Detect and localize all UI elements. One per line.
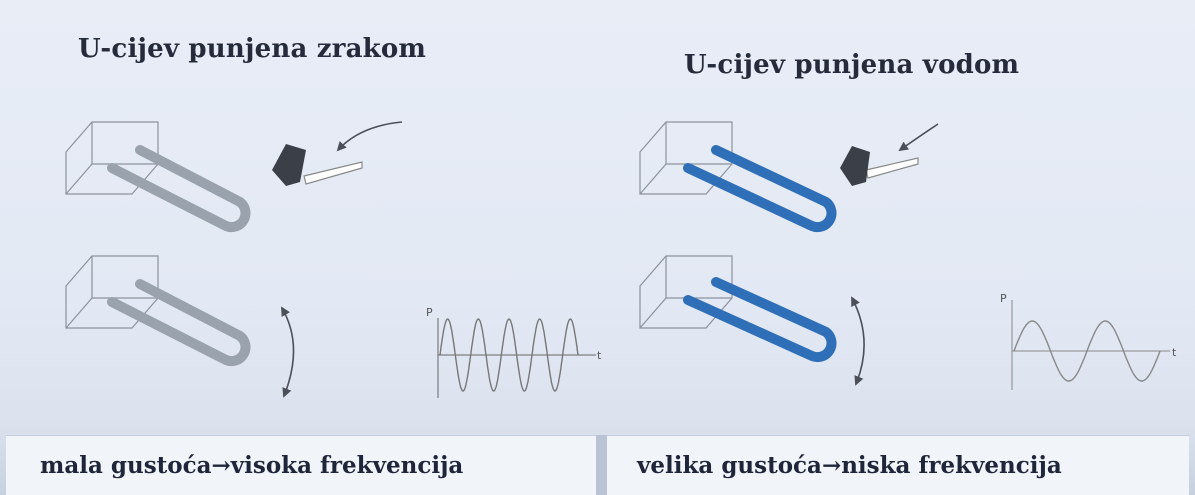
- left-y-axis-label: P: [426, 306, 433, 319]
- caption-divider: [596, 435, 607, 495]
- left-tube-bottom: [65, 255, 295, 398]
- right-pressure-graph: P t: [1000, 292, 1177, 390]
- left-pressure-graph: P t: [426, 306, 602, 398]
- vibration-arrow: [281, 306, 295, 398]
- left-caption: mala gustoća→visoka frekvencija: [6, 435, 596, 495]
- left-tube-top: [65, 121, 251, 233]
- left-u-tube: [107, 145, 251, 233]
- right-y-axis-label: P: [1000, 292, 1007, 305]
- hammer-icon: [272, 121, 403, 186]
- right-wave: [1013, 320, 1161, 382]
- right-title: U-cijev punjena vodom: [684, 50, 1020, 80]
- right-caption: velika gustoća→niska frekvencija: [607, 435, 1189, 495]
- right-tube-bottom: [639, 255, 865, 386]
- left-x-axis-label: t: [597, 349, 602, 362]
- hammer-icon: [840, 123, 939, 186]
- right-tube-top: [639, 121, 837, 233]
- strike-arrow: [336, 121, 403, 152]
- right-x-axis-label: t: [1172, 346, 1177, 359]
- left-wave: [439, 318, 579, 392]
- left-title: U-cijev punjena zrakom: [78, 34, 427, 64]
